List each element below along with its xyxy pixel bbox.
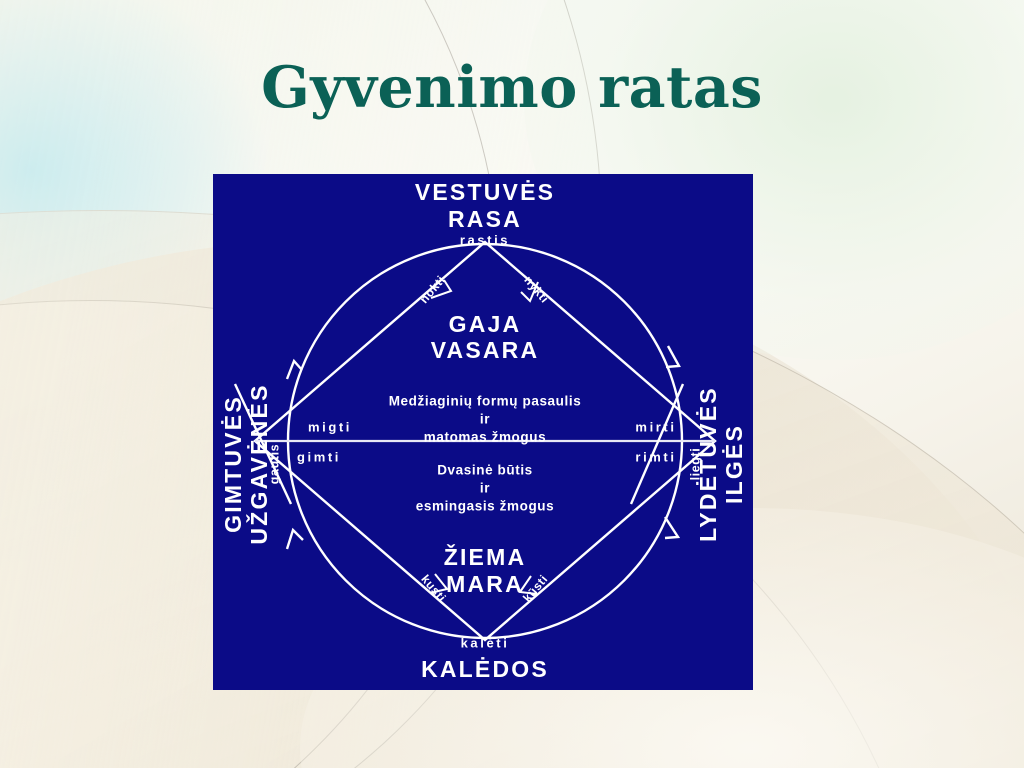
life-wheel-diagram: VESTUVĖS RASA rastis ŽIEMA MARA kalėti K… — [213, 174, 753, 690]
label-left-festival-2: UŽGAVĖNĖS — [245, 383, 272, 544]
label-center-upper-line2: ir — [480, 412, 490, 427]
label-left-verb: gautis — [267, 444, 281, 484]
label-left-verb-lower: gimti — [297, 449, 341, 464]
label-center-lower-line3: esmingasis žmogus — [416, 499, 555, 514]
label-right-verb-lower: rimti — [635, 449, 676, 464]
label-right-festival-2: LYDĖTUVĖS — [695, 386, 721, 542]
label-bottom-festival: KALĖDOS — [421, 656, 549, 682]
arrow-diagonal-upper-right — [520, 281, 539, 303]
label-right-verb: liegti — [688, 448, 702, 481]
arrow-diagonal-upper-left — [430, 279, 453, 299]
arrow-left-lower — [285, 527, 304, 550]
label-diagonal-lower-left: kusti — [418, 572, 449, 605]
label-center-upper-line3: matomas žmogus — [424, 430, 546, 445]
left-node-tick — [233, 383, 293, 505]
label-center-lower-line1: Dvasinė būtis — [437, 463, 533, 478]
arrow-left-upper — [285, 358, 303, 380]
label-center-season-upper-2: VASARA — [431, 337, 540, 363]
label-center-season-upper: GAJA — [449, 311, 522, 337]
life-wheel-svg: VESTUVĖS RASA rastis ŽIEMA MARA kalėti K… — [220, 179, 747, 682]
right-node-tick — [629, 383, 685, 505]
label-top-verb: rastis — [460, 232, 510, 247]
label-right-verb-upper: mirti — [635, 419, 676, 434]
arrow-right-lower — [663, 516, 681, 540]
label-right-festival: ILGĖS — [721, 424, 747, 504]
label-bottom-season: ŽIEMA — [444, 543, 527, 570]
arrow-diagonal-lower-left — [429, 573, 449, 594]
wheel-diamond — [253, 240, 717, 642]
label-top-festival: VESTUVĖS — [415, 179, 555, 205]
label-center-lower-line2: ir — [480, 481, 490, 496]
label-left-festival: GIMTUVĖS — [220, 395, 246, 533]
label-center-upper-line1: Medžiaginių formų pasaulis — [389, 394, 582, 409]
page-title: Gyvenimo ratas — [261, 54, 763, 121]
arrow-diagonal-lower-right — [518, 575, 538, 595]
label-left-verb-upper: migti — [308, 419, 352, 434]
label-diagonal-upper-right: nykti — [521, 273, 552, 306]
arrow-right-upper — [665, 345, 681, 369]
label-bottom-verb: kalėti — [461, 635, 510, 650]
label-bottom-season-2: MARA — [446, 571, 524, 597]
label-top-season: RASA — [448, 206, 522, 232]
